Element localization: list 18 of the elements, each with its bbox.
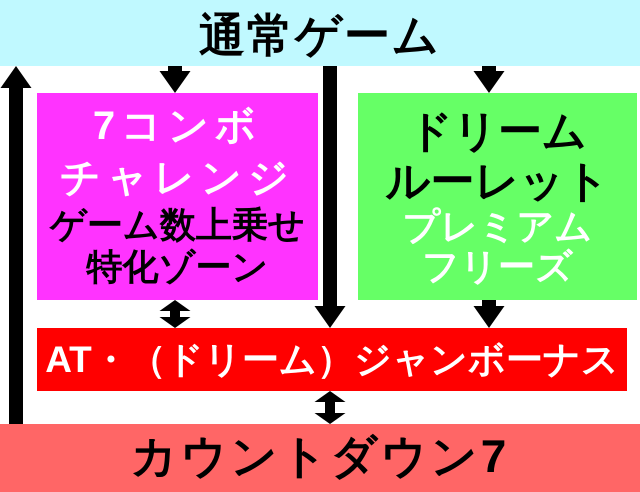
state-banner [0,424,640,492]
banner-label: 通常ゲーム [199,10,441,60]
box-title: 7コンボチャレンジ [60,102,295,202]
arrow [314,391,346,424]
state-box [37,93,318,300]
state-banner [37,328,627,391]
box-title: ドリームルーレット [386,106,610,206]
box-subtitle: プレミアムフリーズ [402,206,592,286]
arrow [0,66,32,424]
banner-label: AT・（ドリーム）ジャンボーナス [45,338,619,382]
arrow [474,300,504,328]
arrow [314,66,346,328]
state-box [358,93,637,300]
arrow [474,66,504,93]
banner-label: カウントダウン7 [130,431,510,481]
state-banner [0,0,640,66]
arrow [160,66,190,93]
box-subtitle: ゲーム数上乗せ特化ゾーン [50,204,305,288]
